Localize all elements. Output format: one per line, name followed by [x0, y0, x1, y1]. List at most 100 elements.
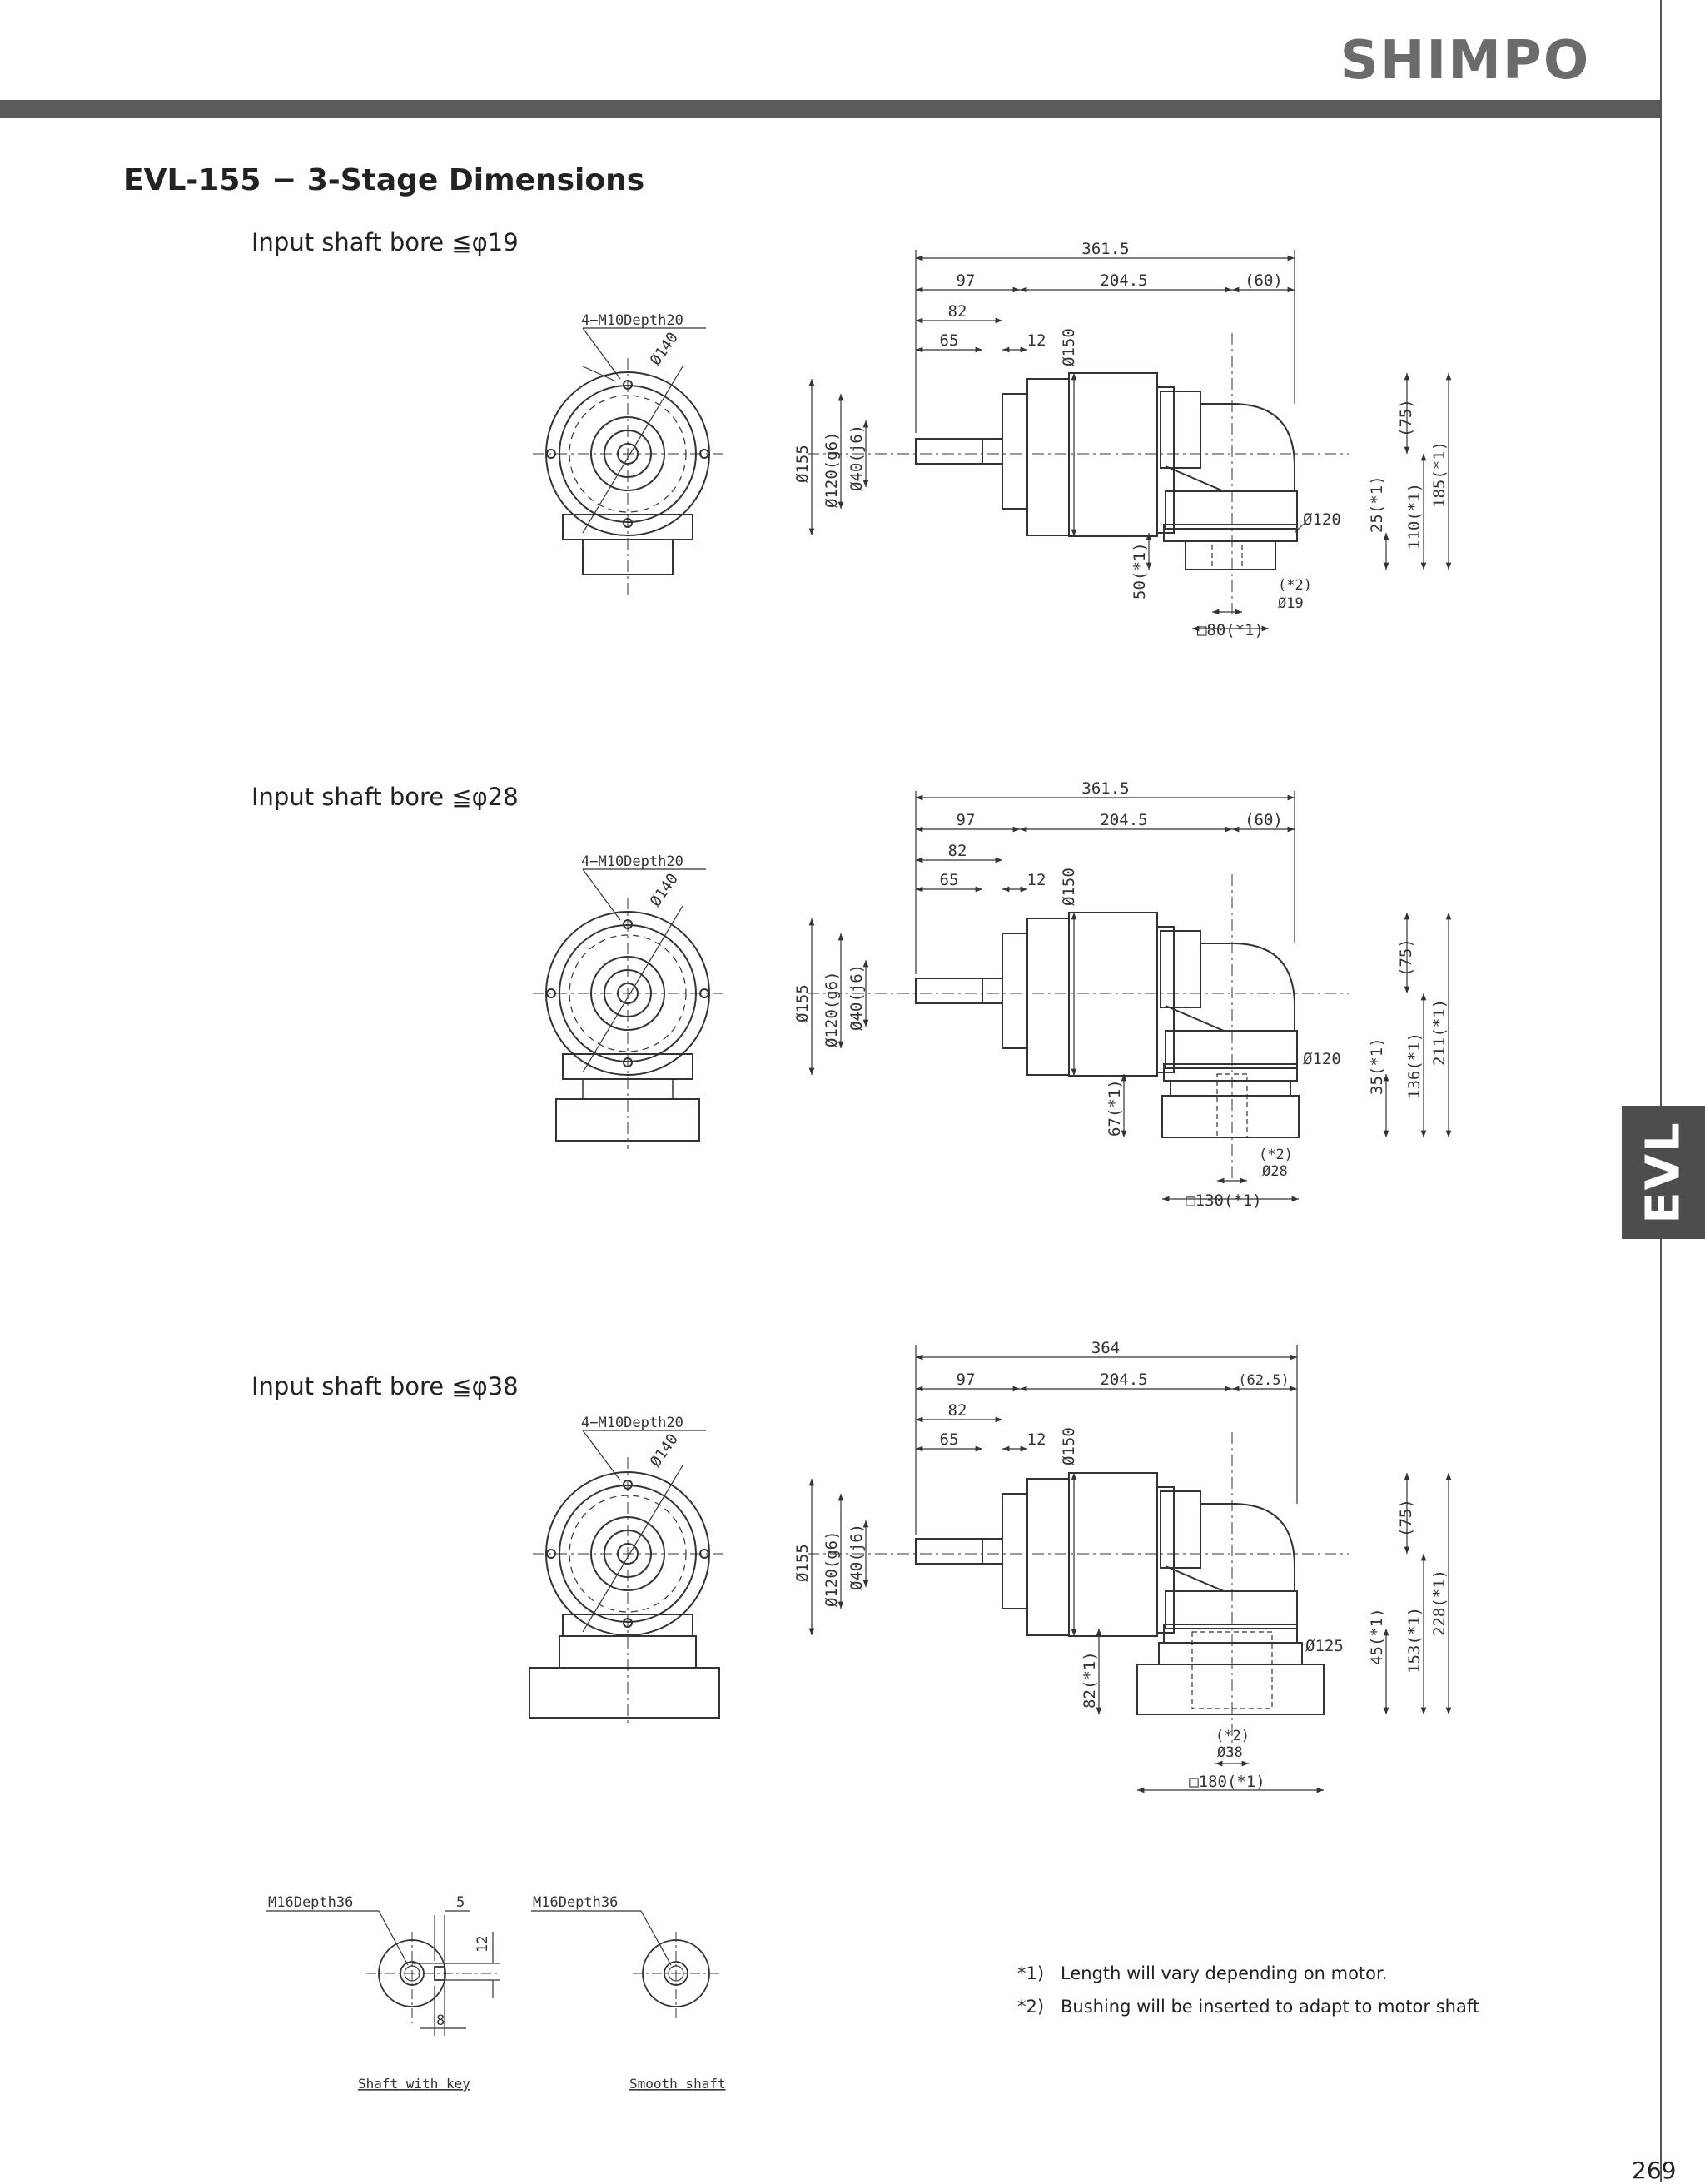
- shimpo-logo: SHIMPO: [1324, 30, 1607, 92]
- dim-75: (75): [1397, 1499, 1415, 1537]
- dim-40j6: Ø40(j6): [848, 425, 866, 491]
- front-view-28: [533, 868, 723, 1149]
- footnote-text: Bushing will be inserted to adapt to mot…: [1061, 1997, 1480, 2017]
- dim-bore: Ø19: [1278, 595, 1304, 612]
- keyed-shaft-label: Shaft with key: [358, 2076, 470, 2092]
- dim-total-height: 211(*1): [1430, 999, 1449, 1066]
- dim-12: 12: [1027, 1430, 1046, 1449]
- bushing-note: (*2): [1278, 577, 1312, 594]
- section-tab[interactable]: EVL: [1622, 1106, 1705, 1239]
- dim-65: 65: [940, 871, 959, 889]
- dim-square: □80(*1): [1197, 621, 1264, 639]
- dim-bore: Ø28: [1262, 1163, 1288, 1180]
- footnote-text: Length will vary depending on motor.: [1061, 1963, 1388, 1983]
- keyed-dim-5: 5: [456, 1894, 465, 1911]
- dim-bore: Ø38: [1217, 1744, 1243, 1761]
- front-view-38: [529, 1430, 723, 1724]
- footnote-key: *1): [1017, 1963, 1045, 1983]
- dim-82: 82: [948, 842, 967, 860]
- dim-seg-b: 204.5: [1100, 1371, 1147, 1389]
- dim-seg-b: 204.5: [1100, 811, 1147, 829]
- dim-75: (75): [1397, 938, 1415, 977]
- dim-seg-a: 97: [957, 271, 976, 290]
- side-view-38: [808, 1432, 1349, 1757]
- dim-12: 12: [1027, 871, 1046, 889]
- dim-12: 12: [1027, 331, 1046, 350]
- side-view-28: [808, 874, 1349, 1182]
- dim-40j6: Ø40(j6): [848, 964, 866, 1031]
- header-bar: [0, 100, 1660, 118]
- pcd-label: Ø140: [647, 329, 682, 369]
- footnote-2: *2) Bushing will be inserted to adapt to …: [1017, 1997, 1479, 2017]
- dim-flange: Ø120: [1303, 510, 1341, 529]
- dim-seg-c: (62.5): [1238, 1372, 1289, 1389]
- dim-small-height: 35(*1): [1368, 1037, 1386, 1095]
- dim-65: 65: [940, 1430, 959, 1449]
- dim-flange: Ø125: [1305, 1637, 1344, 1655]
- footnote-key: *2): [1017, 1997, 1045, 2017]
- dim-40j6: Ø40(j6): [848, 1524, 866, 1590]
- dim-155: Ø155: [793, 1544, 812, 1582]
- dim-150: Ø150: [1060, 328, 1078, 366]
- dim-120g6: Ø120(g6): [823, 431, 841, 508]
- dim-seg-a: 97: [957, 1371, 976, 1389]
- dim-seg-c: (60): [1245, 811, 1283, 829]
- tap-label: 4−M10Depth20: [581, 853, 683, 870]
- dim-square: □130(*1): [1186, 1191, 1262, 1210]
- keyed-shaft-detail: [266, 1910, 500, 2036]
- pcd-label: Ø140: [647, 1430, 682, 1470]
- dim-square: □180(*1): [1189, 1773, 1265, 1791]
- dim-total-height: 185(*1): [1430, 441, 1449, 508]
- bushing-note: (*2): [1215, 1728, 1250, 1744]
- caption-bore-28: Input shaft bore ≦φ28: [251, 783, 519, 811]
- dim-adapter: 82(*1): [1081, 1651, 1099, 1709]
- dim-65: 65: [940, 331, 959, 350]
- dim-overall: 361.5: [1081, 240, 1129, 258]
- dim-120g6: Ø120(g6): [823, 1530, 841, 1607]
- dim-small-height: 25(*1): [1368, 475, 1386, 533]
- tap-label: 4−M10Depth20: [581, 312, 683, 329]
- pcd-label: Ø140: [647, 870, 682, 910]
- dim-150: Ø150: [1060, 868, 1078, 906]
- footnote-1: *1) Length will vary depending on motor.: [1017, 1963, 1387, 1983]
- smooth-shaft-detail: [531, 1910, 720, 2019]
- dim-adapter: 67(*1): [1106, 1079, 1124, 1137]
- dim-155: Ø155: [793, 984, 812, 1022]
- caption-bore-19: Input shaft bore ≦φ19: [251, 228, 519, 256]
- dim-seg-b: 204.5: [1100, 271, 1147, 290]
- dim-overall: 361.5: [1081, 779, 1129, 798]
- dim-flange: Ø120: [1303, 1050, 1341, 1068]
- dim-total-height: 228(*1): [1430, 1570, 1449, 1636]
- dim-overall: 364: [1091, 1339, 1120, 1357]
- dim-mid-height: 110(*1): [1405, 483, 1424, 550]
- dim-75: (75): [1397, 399, 1415, 437]
- side-view-19: [808, 333, 1349, 616]
- dim-seg-c: (60): [1245, 271, 1283, 290]
- keyed-dim-8: 8: [436, 2012, 445, 2029]
- svg-text:SHIMPO: SHIMPO: [1340, 32, 1590, 90]
- side-dims-38: [808, 1345, 1452, 1793]
- caption-bore-38: Input shaft bore ≦φ38: [251, 1372, 519, 1400]
- dim-155: Ø155: [793, 445, 812, 483]
- page-edge-rule: [1660, 0, 1662, 2182]
- keyed-tap-label: M16Depth36: [268, 1894, 353, 1911]
- dim-seg-a: 97: [957, 811, 976, 829]
- smooth-shaft-label: Smooth shaft: [629, 2076, 726, 2092]
- tap-label: 4−M10Depth20: [581, 1415, 683, 1431]
- page-number: 269: [1632, 2157, 1677, 2184]
- dim-150: Ø150: [1060, 1427, 1078, 1465]
- dim-mid-height: 153(*1): [1405, 1607, 1424, 1674]
- dim-82: 82: [948, 302, 967, 321]
- dim-mid-height: 136(*1): [1405, 1032, 1424, 1099]
- page-title: EVL-155 − 3-Stage Dimensions: [123, 163, 645, 197]
- side-dims-19: [808, 250, 1452, 632]
- side-dims-28: [808, 791, 1452, 1202]
- bushing-note: (*2): [1259, 1147, 1293, 1163]
- smooth-tap-label: M16Depth36: [533, 1894, 618, 1911]
- dim-120g6: Ø120(g6): [823, 971, 841, 1047]
- keyed-dim-12: 12: [475, 1936, 491, 1953]
- dim-adapter: 50(*1): [1131, 542, 1149, 599]
- front-view-19: [533, 327, 723, 599]
- dim-small-height: 45(*1): [1368, 1608, 1386, 1665]
